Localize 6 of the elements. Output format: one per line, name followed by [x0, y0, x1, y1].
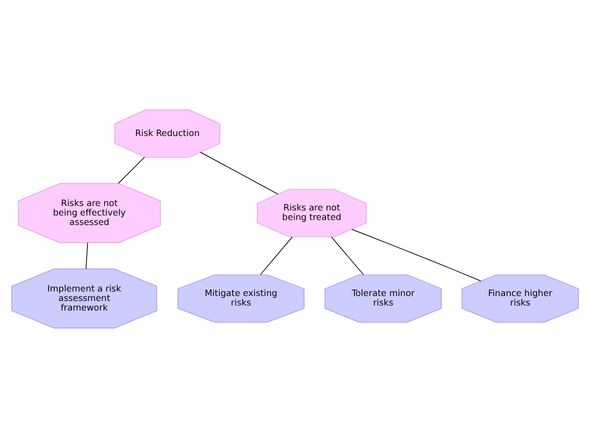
connector: [331, 236, 364, 276]
connector: [260, 236, 293, 276]
connector: [118, 156, 145, 184]
connector: [351, 228, 482, 282]
connector: [200, 152, 278, 195]
connector: [86, 242, 88, 270]
